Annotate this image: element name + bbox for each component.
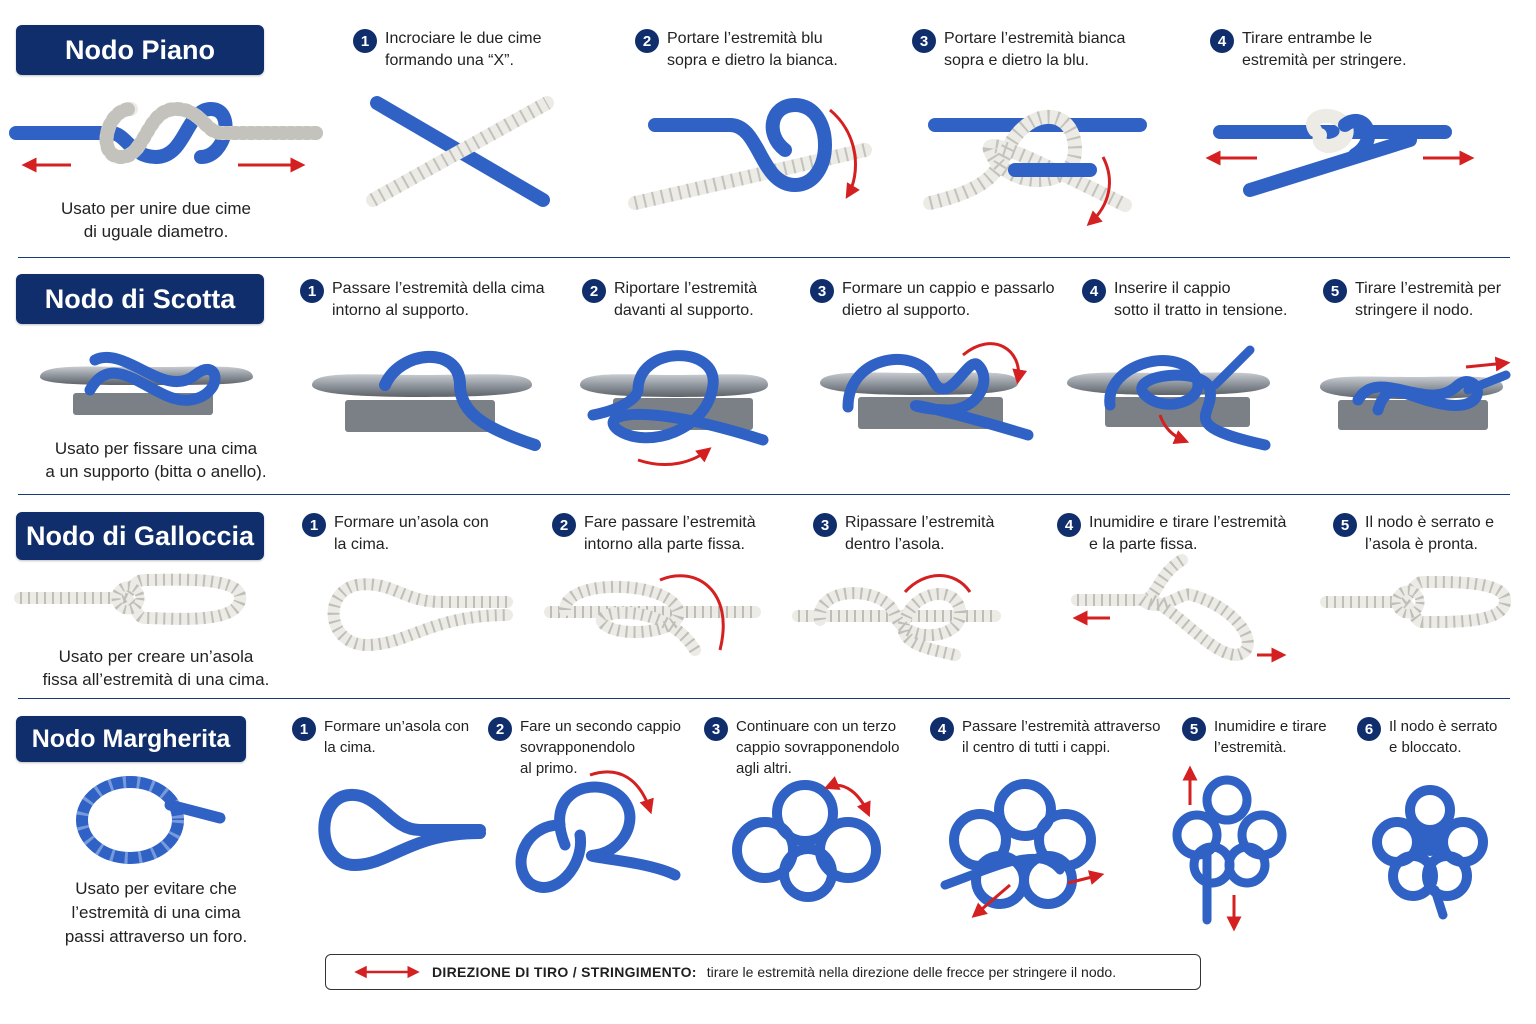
double-arrow-icon: [352, 965, 422, 979]
step-1-illustration: [310, 345, 540, 445]
section-title: Nodo di Scotta: [16, 274, 264, 324]
usage-text: Usato per fissare una cima a un supporto…: [16, 437, 296, 483]
legend-label: DIREZIONE DI TIRO / STRINGIMENTO:: [432, 964, 697, 980]
step-5-illustration: [1323, 572, 1513, 632]
legend-box: DIREZIONE DI TIRO / STRINGIMENTO: tirare…: [325, 954, 1201, 990]
step-number: 5: [1323, 279, 1347, 303]
usage-text: Usato per unire due cime di uguale diame…: [16, 197, 296, 243]
margherita-illustration: [70, 770, 230, 870]
step-3-illustration: [795, 570, 1000, 665]
step-number: 3: [810, 279, 834, 303]
step-2-illustration: [578, 340, 773, 470]
step-number: 1: [302, 513, 326, 537]
step-number: 5: [1182, 717, 1206, 741]
section-title: Nodo Margherita: [16, 716, 246, 762]
step-1-illustration: [365, 95, 565, 210]
step-4-illustration: [1205, 110, 1475, 200]
step-3-illustration: [925, 95, 1150, 225]
step-number: 1: [300, 279, 324, 303]
step-number: 3: [813, 513, 837, 537]
step-number: 4: [1082, 279, 1106, 303]
step-number: 2: [552, 513, 576, 537]
section-divider: [18, 698, 1510, 699]
section-divider: [18, 257, 1510, 258]
step-3-illustration: [818, 335, 1033, 440]
step-2-illustration: [545, 570, 760, 665]
section-title: Nodo di Galloccia: [16, 512, 264, 560]
step-6-illustration: [1375, 780, 1490, 920]
step-2-illustration: [630, 95, 870, 215]
step-number: 4: [1210, 29, 1234, 53]
step-4-illustration: [1072, 555, 1287, 665]
bowline-illustration: [20, 570, 250, 630]
step-number: 2: [582, 279, 606, 303]
step-number: 2: [635, 29, 659, 53]
step-number: 3: [912, 29, 936, 53]
step-number: 4: [930, 717, 954, 741]
section-title: Nodo Piano: [16, 25, 264, 75]
step-5-illustration: [1172, 765, 1292, 930]
step-4-illustration: [940, 775, 1105, 920]
legend-text: tirare le estremità nella direzione dell…: [707, 964, 1116, 980]
step-2-illustration: [505, 765, 680, 900]
step-number: 6: [1357, 717, 1381, 741]
usage-text: Usato per evitare che l’estremità di una…: [16, 877, 296, 949]
step-number: 4: [1057, 513, 1081, 537]
step-number: 1: [353, 29, 377, 53]
step-number: 5: [1333, 513, 1357, 537]
step-1-illustration: [322, 570, 512, 660]
step-number: 1: [292, 717, 316, 741]
section-divider: [18, 494, 1510, 495]
step-number: 2: [488, 717, 512, 741]
cleat-knot-illustration: [35, 345, 260, 425]
step-1-illustration: [310, 785, 485, 875]
usage-text: Usato per creare un’asola fissa all’estr…: [16, 645, 296, 691]
step-number: 3: [704, 717, 728, 741]
step-4-illustration: [1065, 345, 1275, 450]
step-5-illustration: [1318, 355, 1508, 440]
step-3-illustration: [730, 775, 890, 905]
reef-knot-illustration: [16, 95, 316, 185]
